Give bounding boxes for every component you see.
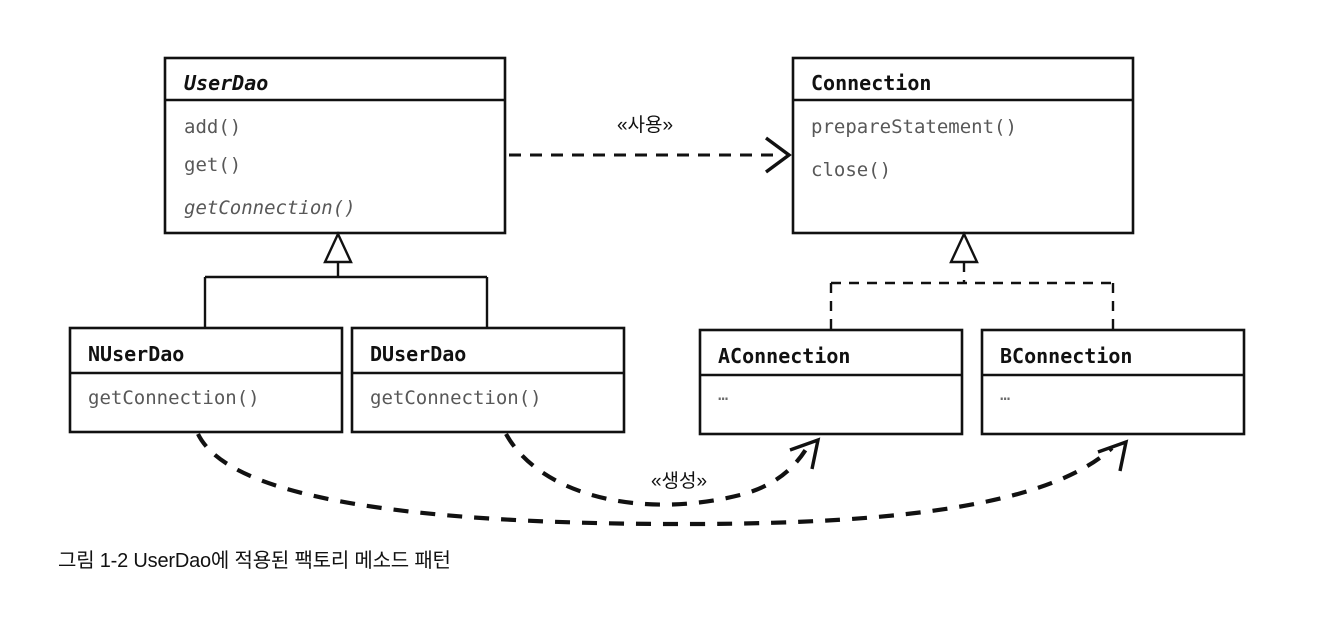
- class-member-userdao-add: add(): [184, 116, 241, 138]
- class-member-userdao-get: get(): [184, 154, 241, 176]
- class-box-userdao-outline: [163, 56, 507, 235]
- class-box-userdao[interactable]: UserDao add() get() getConnection(): [163, 56, 507, 235]
- class-member-nuserdao-getconnection: getConnection(): [88, 387, 260, 409]
- figure-caption: 그림 1-2 UserDao에 적용된 팩토리 메소드 패턴: [58, 550, 451, 572]
- class-box-duserdao-outline: [350, 326, 626, 434]
- class-box-nuserdao[interactable]: NUserDao getConnection(): [68, 326, 344, 434]
- class-member-connection-close: close(): [811, 159, 891, 181]
- class-member-duserdao-getconnection: getConnection(): [370, 387, 542, 409]
- relation-realization-connection: [829, 231, 1115, 330]
- creation-arrowhead-icon-aconnection: [789, 437, 821, 470]
- creation-arrowhead-icon-bconnection: [1097, 439, 1129, 472]
- class-box-connection[interactable]: Connection prepareStatement() close(): [791, 56, 1135, 235]
- class-title-duserdao: DUserDao: [370, 342, 466, 366]
- relation-creation: «생성»: [196, 432, 1129, 527]
- class-box-aconnection[interactable]: AConnection …: [698, 328, 964, 436]
- relation-inheritance-userdao: [203, 231, 489, 328]
- class-box-bconnection-outline: [980, 328, 1246, 436]
- class-member-aconnection-ellipsis: …: [718, 385, 728, 405]
- class-box-connection-outline: [791, 56, 1135, 235]
- relation-usage-arrowhead-icon: [764, 136, 792, 174]
- class-box-nuserdao-outline: [68, 326, 344, 434]
- hollow-triangle-icon-userdao: [323, 231, 353, 264]
- hollow-triangle-icon-connection: [949, 231, 979, 264]
- class-title-bconnection: BConnection: [1000, 344, 1132, 368]
- relation-creation-label: «생성»: [651, 470, 707, 492]
- class-title-userdao: UserDao: [184, 71, 268, 95]
- class-member-bconnection-ellipsis: …: [1000, 385, 1010, 405]
- class-box-duserdao[interactable]: DUserDao getConnection(): [350, 326, 626, 434]
- class-member-userdao-getconnection: getConnection(): [184, 197, 356, 219]
- class-member-connection-preparestatement: prepareStatement(): [811, 116, 1017, 138]
- class-box-aconnection-outline: [698, 328, 964, 436]
- class-box-bconnection[interactable]: BConnection …: [980, 328, 1246, 436]
- class-title-connection: Connection: [811, 71, 931, 95]
- creation-curve-duserdao-to-aconnection: [504, 432, 810, 507]
- relation-usage-label: «사용»: [617, 114, 673, 136]
- relation-usage: «사용»: [509, 114, 792, 174]
- class-title-aconnection: AConnection: [718, 344, 850, 368]
- class-title-nuserdao: NUserDao: [88, 342, 184, 366]
- creation-curve-nuserdao-to-bconnection: [196, 433, 1114, 527]
